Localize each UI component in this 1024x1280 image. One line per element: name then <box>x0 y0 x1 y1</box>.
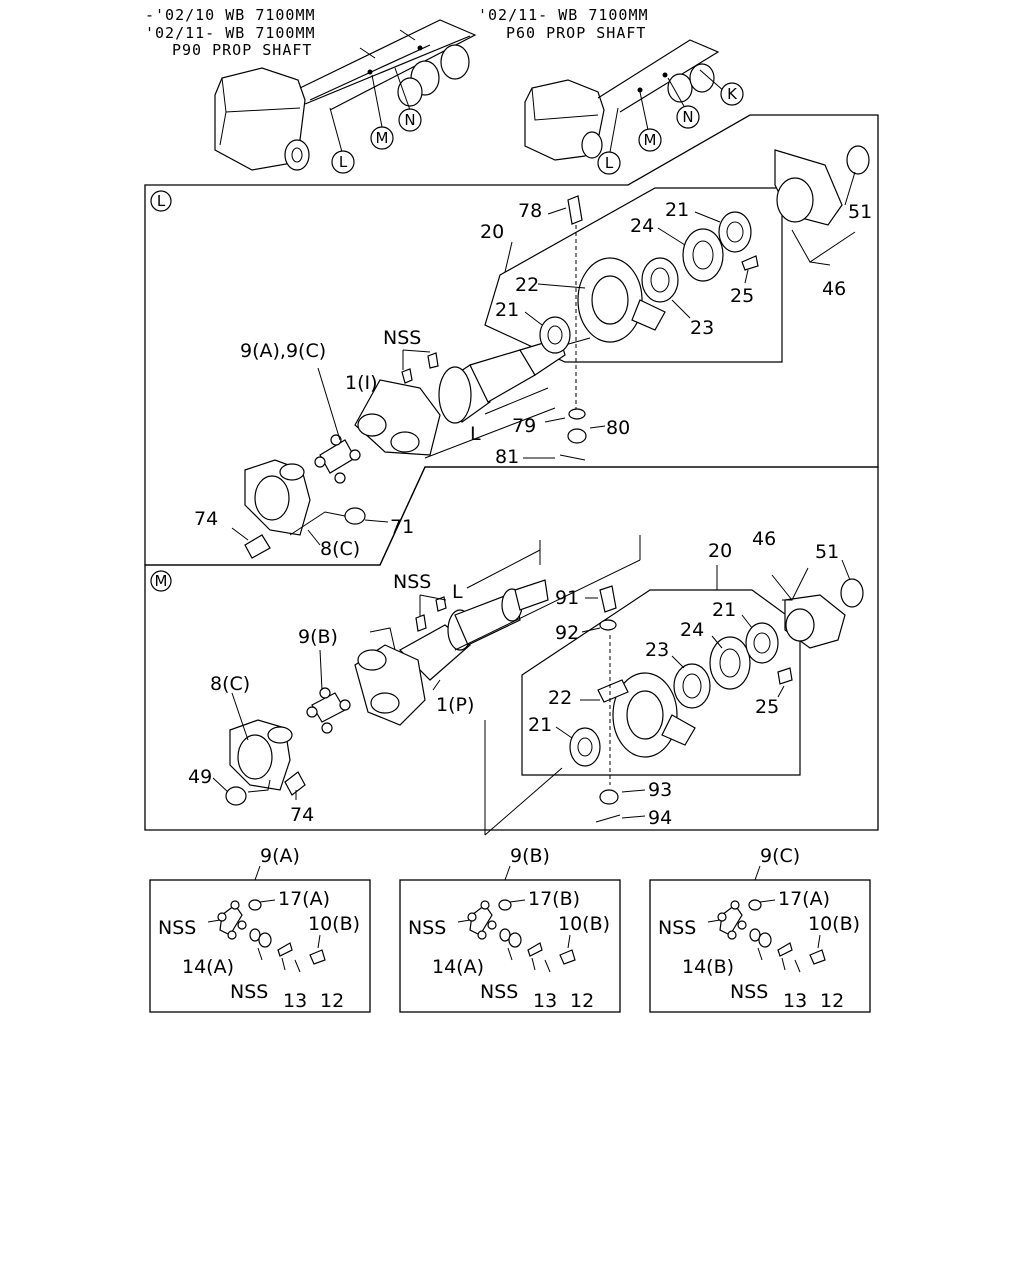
label-l-8c: 8(C) <box>320 538 360 560</box>
inset-9b-nss2: NSS <box>480 981 518 1003</box>
label-m-74: 74 <box>290 804 314 826</box>
inset-9c-14: 14(B) <box>682 956 734 978</box>
label-l-51: 51 <box>848 201 872 223</box>
header-right-line1: '02/11- WB 7100MM <box>478 6 649 24</box>
inset-9a-13: 13 <box>283 990 307 1012</box>
truck-right-marker-m: M <box>644 131 657 149</box>
header-left-line2: '02/11- WB 7100MM <box>145 24 316 42</box>
inset-9c-nss1: NSS <box>658 917 696 939</box>
label-m-22: 22 <box>548 687 572 709</box>
label-m-21b: 21 <box>528 714 552 736</box>
label-l-78: 78 <box>518 200 542 222</box>
truck-left-marker-l: L <box>339 153 348 171</box>
inset-9c-13: 13 <box>783 990 807 1012</box>
inset-9a-title: 9(A) <box>260 845 300 867</box>
label-l-1i: 1(I) <box>345 372 378 394</box>
label-m-91: 91 <box>555 587 579 609</box>
label-m-nss: NSS <box>393 571 431 593</box>
inset-9b-nss1: NSS <box>408 917 446 939</box>
label-l-79: 79 <box>512 415 536 437</box>
label-l-21b: 21 <box>665 199 689 221</box>
inset-9a-nss2: NSS <box>230 981 268 1003</box>
label-m-23: 23 <box>645 639 669 661</box>
label-l-21a: 21 <box>495 299 519 321</box>
inset-9a-17: 17(A) <box>278 888 330 910</box>
label-l-length: L <box>470 423 481 445</box>
label-m-20: 20 <box>708 540 732 562</box>
label-l-25: 25 <box>730 285 754 307</box>
truck-right-marker-k: K <box>727 85 738 103</box>
header-right: '02/11- WB 7100MM P60 PROP SHAFT <box>478 6 649 42</box>
label-m-49: 49 <box>188 766 212 788</box>
inset-9b: 9(B) 17(B) NSS 10(B) 14(A) NSS 13 12 <box>399 845 621 1013</box>
inset-9c-10: 10(B) <box>808 913 860 935</box>
label-m-51: 51 <box>815 541 839 563</box>
label-m-46: 46 <box>752 528 776 550</box>
label-l-71: 71 <box>390 516 414 538</box>
inset-9b-12: 12 <box>570 990 594 1012</box>
header-left-line3: P90 PROP SHAFT <box>172 41 312 59</box>
inset-9b-14: 14(A) <box>432 956 484 978</box>
label-m-length: L <box>452 581 463 603</box>
label-m-92: 92 <box>555 622 579 644</box>
label-l-20: 20 <box>480 221 504 243</box>
section-l: L <box>144 114 879 566</box>
inset-9a-12: 12 <box>320 990 344 1012</box>
label-m-24: 24 <box>680 619 704 641</box>
inset-9b-13: 13 <box>533 990 557 1012</box>
inset-9b-17: 17(B) <box>528 888 580 910</box>
label-l-9ac: 9(A),9(C) <box>240 340 326 362</box>
inset-9a-nss1: NSS <box>158 917 196 939</box>
truck-right-marker-n: N <box>682 108 693 126</box>
label-m-9b: 9(B) <box>298 626 338 648</box>
section-m: M <box>144 466 879 836</box>
label-m-21a: 21 <box>712 599 736 621</box>
inset-9c-12: 12 <box>820 990 844 1012</box>
label-m-1p: 1(P) <box>436 694 474 716</box>
inset-9c: 9(C) 17(A) NSS 10(B) 14(B) NSS 13 12 <box>649 845 871 1013</box>
header-right-line2: P60 PROP SHAFT <box>506 24 646 42</box>
header-left-line1: -'02/10 WB 7100MM <box>145 6 316 24</box>
label-l-23: 23 <box>690 317 714 339</box>
label-l-46: 46 <box>822 278 846 300</box>
truck-right-marker-l: L <box>605 154 614 172</box>
label-l-81: 81 <box>495 446 519 468</box>
inset-9c-nss2: NSS <box>730 981 768 1003</box>
truck-left-illustration: L M N <box>214 19 477 174</box>
inset-9b-10: 10(B) <box>558 913 610 935</box>
inset-9c-17: 17(A) <box>778 888 830 910</box>
label-m-25: 25 <box>755 696 779 718</box>
truck-left-marker-m: M <box>376 129 389 147</box>
inset-9a: 9(A) 17(A) NSS 10(B) 14(A) NSS 13 12 <box>149 845 371 1013</box>
label-m-94: 94 <box>648 807 672 829</box>
label-l-nss: NSS <box>383 327 421 349</box>
truck-right-illustration: L M N K <box>524 39 744 175</box>
section-l-marker: L <box>157 192 166 210</box>
label-l-24: 24 <box>630 215 654 237</box>
label-m-93: 93 <box>648 779 672 801</box>
section-m-marker: M <box>155 572 168 590</box>
inset-9b-title: 9(B) <box>510 845 550 867</box>
inset-9a-10: 10(B) <box>308 913 360 935</box>
label-l-74: 74 <box>194 508 218 530</box>
label-m-8c: 8(C) <box>210 673 250 695</box>
label-l-80: 80 <box>606 417 630 439</box>
inset-9c-title: 9(C) <box>760 845 800 867</box>
header-left: -'02/10 WB 7100MM '02/11- WB 7100MM P90 … <box>145 6 316 59</box>
label-l-22: 22 <box>515 274 539 296</box>
truck-left-marker-n: N <box>404 111 415 129</box>
inset-9a-14: 14(A) <box>182 956 234 978</box>
